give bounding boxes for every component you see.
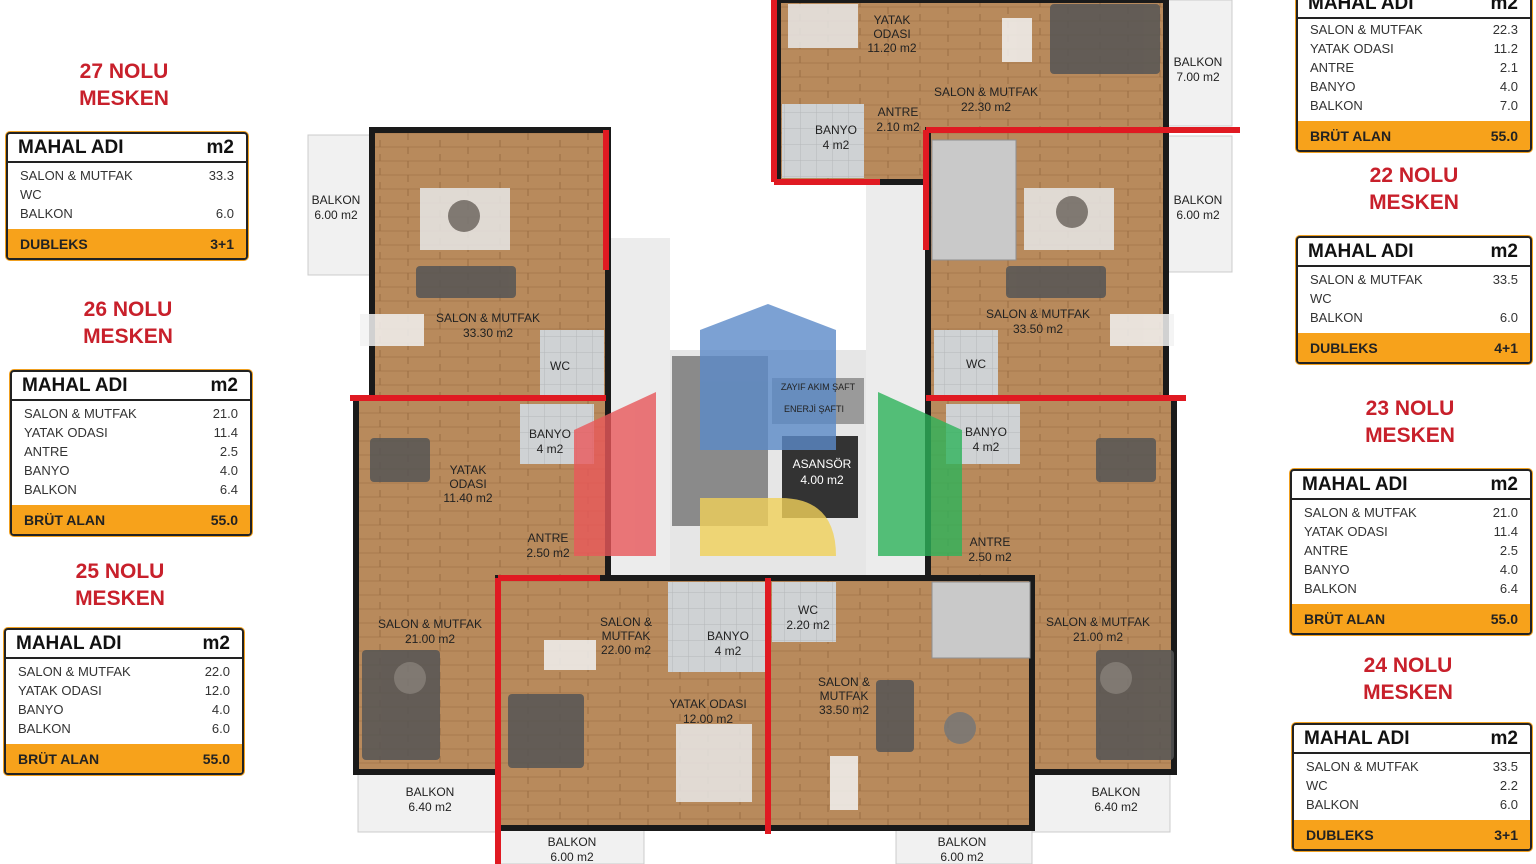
stairs [931,139,1031,659]
unit-23-heading: 23 NOLU MESKEN [1365,397,1455,447]
balcony-areas [307,0,1233,864]
unit-22-heading: 22 NOLU MESKEN [1369,164,1459,214]
table-row: WC [20,187,42,202]
unit-separators [350,0,1240,864]
unit-27-heading: 27 NOLU MESKEN [79,60,169,110]
label-shaft: ZAYIF AKIM ŞAFT [781,382,856,392]
unit-25-heading: 25 NOLU MESKEN [75,560,165,610]
label-wc: WC [966,357,986,371]
table-row: WC [1310,291,1332,306]
label-shaft: ENERJİ ŞAFTI [784,404,844,414]
furniture [360,4,1174,810]
unit-26-heading: 26 NOLU MESKEN [83,298,173,348]
unit-24-heading: 24 NOLU MESKEN [1363,654,1453,704]
label-wc: WC [550,359,570,373]
watermark-logo [574,304,962,556]
